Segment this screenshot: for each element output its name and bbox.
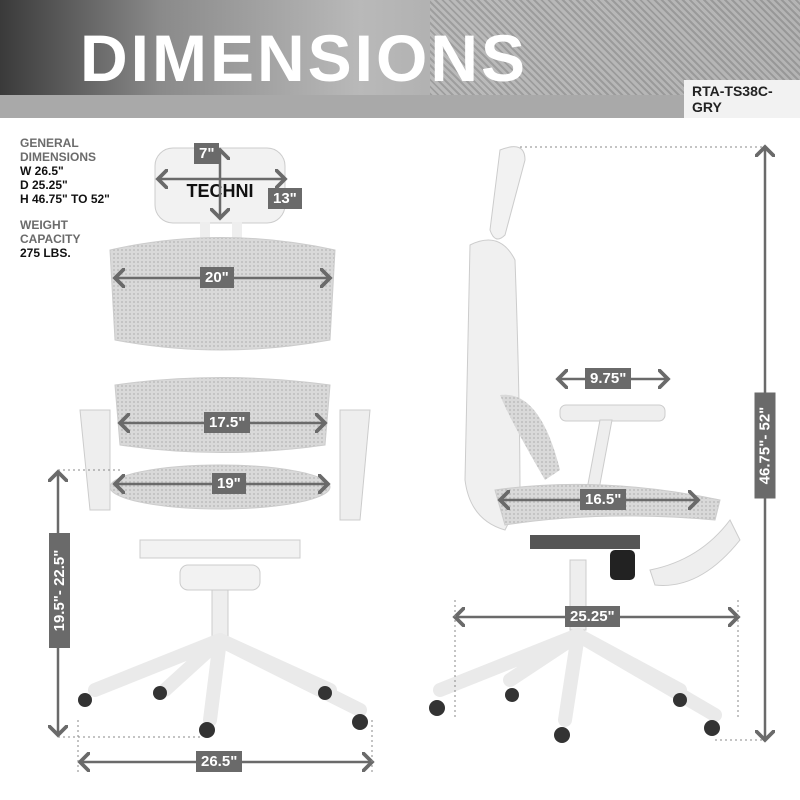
seat-height-label: 19.5"- 22.5" [49, 533, 70, 648]
weight-label: WEIGHT [20, 218, 68, 232]
backrest [109, 237, 336, 351]
side-armrest [559, 404, 666, 422]
base-depth-label: 25.25" [565, 606, 620, 627]
seat-width-label: 19" [212, 473, 246, 494]
weight-spec: 275 LBS. [20, 246, 71, 260]
height-spec: H 46.75" TO 52" [20, 192, 110, 206]
mesh-background [430, 0, 800, 95]
side-chair [429, 146, 741, 743]
width-spec: W 26.5" [20, 164, 64, 178]
general-label: GENERAL [20, 136, 79, 150]
back-width-label: 20" [200, 267, 234, 288]
side-backrest [464, 239, 521, 531]
headrest-height-label: 7" [194, 143, 220, 164]
extension-lines [58, 146, 765, 775]
armrest-depth-label: 9.75" [585, 368, 632, 389]
floor [0, 95, 800, 118]
base-width-label: 26.5" [196, 751, 243, 772]
overall-height-label: 46.75"- 52" [754, 392, 776, 499]
seat-depth-label: 16.5" [580, 489, 627, 510]
front-chair: TECHNI [78, 147, 371, 738]
lumbar-width-label: 17.5" [204, 412, 251, 433]
general-specs: GENERAL DIMENSIONS W 26.5" D 25.25" H 46… [20, 136, 110, 260]
footrest [179, 564, 261, 591]
dimensions-label: DIMENSIONS [20, 150, 97, 164]
capacity-label: CAPACITY [20, 232, 81, 246]
depth-spec: D 25.25" [20, 178, 68, 192]
side-headrest [489, 146, 526, 240]
side-footrest [649, 519, 741, 586]
header-banner: DIMENSIONS RTA-TS38C-GRY [0, 0, 800, 118]
page-title: DIMENSIONS [80, 21, 529, 95]
headrest-width-label: 13" [268, 188, 302, 209]
model-number: RTA-TS38C-GRY [684, 80, 800, 118]
